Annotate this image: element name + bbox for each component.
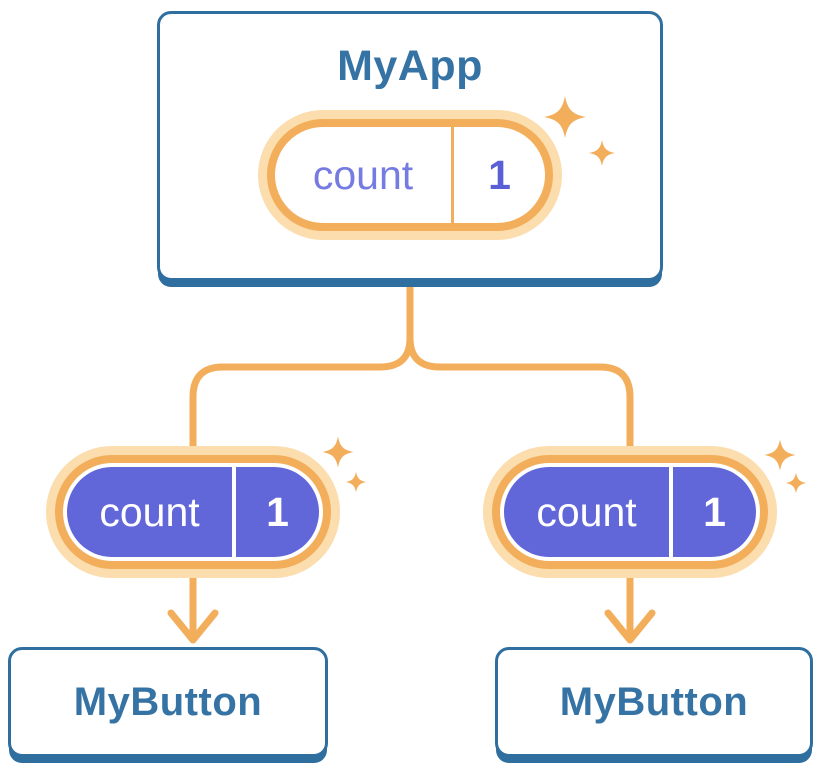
sparkle-icon [544, 96, 586, 138]
root-state-pill: count 1 [258, 110, 562, 240]
state-label: count [99, 488, 200, 535]
connector-right-branch [406, 278, 634, 637]
sparkle-icon [345, 471, 367, 493]
sparkle-icon [322, 436, 354, 468]
sparkle-icon [764, 439, 796, 471]
left-state-pill-fill: count 1 [67, 467, 319, 557]
right-component-name: MyButton [559, 679, 749, 724]
state-value: 1 [488, 151, 511, 198]
right-state-pill: count 1 [483, 446, 777, 578]
left-state-pill: count 1 [46, 446, 340, 578]
sparkle-icon [589, 140, 615, 166]
root-state-pill-body: count 1 [267, 119, 553, 231]
state-label: count [536, 488, 637, 535]
right-state-pill-fill: count 1 [504, 467, 756, 557]
sparkle-icon [785, 472, 807, 494]
state-value: 1 [703, 488, 726, 535]
pill-divider [232, 467, 236, 557]
arrow-down-icon [604, 609, 656, 644]
pill-divider [451, 127, 454, 223]
root-component-name: MyApp [337, 42, 483, 90]
arrow-down-icon [167, 609, 219, 644]
right-component-card: MyButton [495, 647, 813, 757]
left-component-card: MyButton [8, 647, 328, 757]
right-state-pill-body: count 1 [492, 455, 768, 569]
left-component-name: MyButton [73, 679, 263, 724]
pill-divider [669, 467, 673, 557]
left-state-pill-body: count 1 [55, 455, 331, 569]
state-value: 1 [266, 488, 289, 535]
state-label: count [312, 151, 414, 198]
